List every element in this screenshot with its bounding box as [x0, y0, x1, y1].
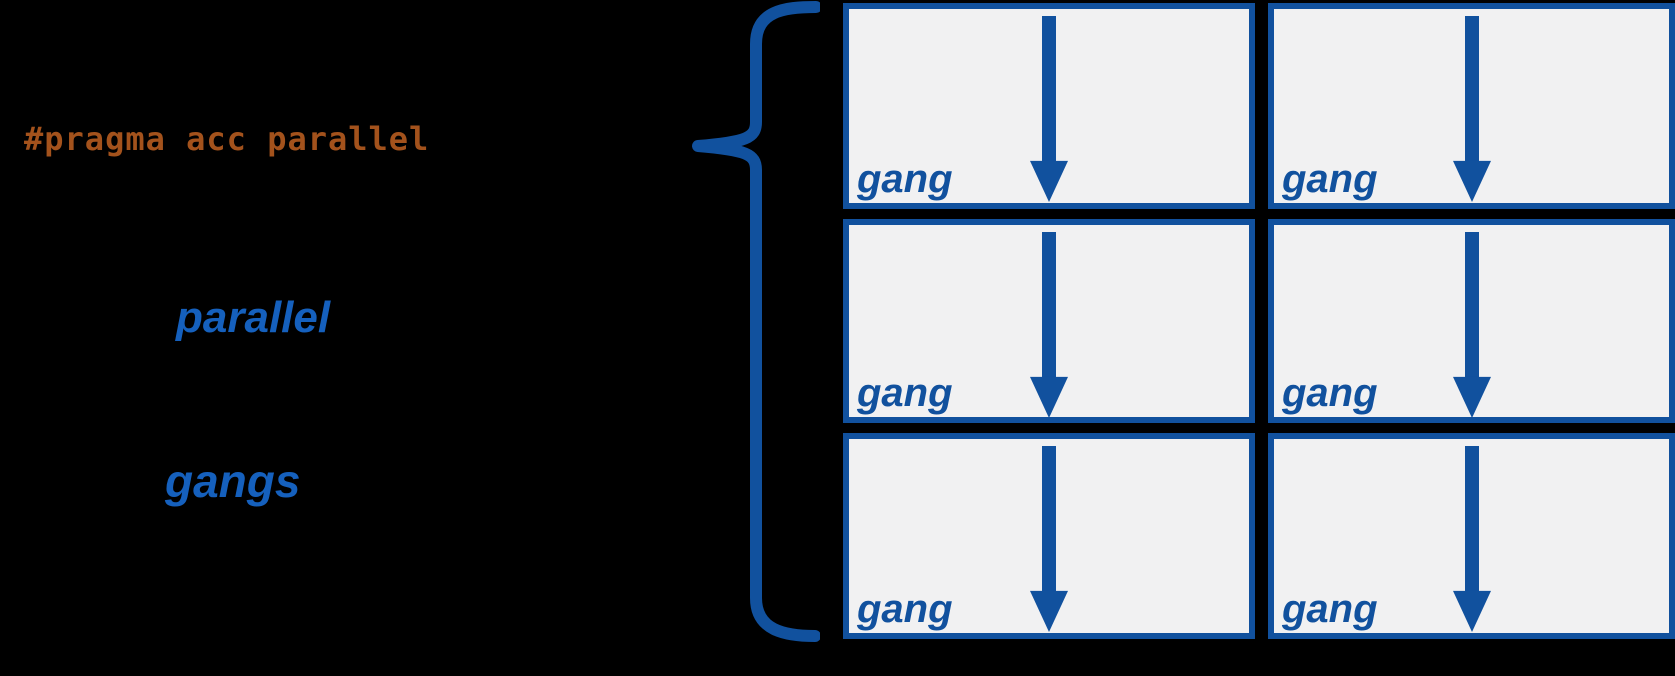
- gang-box: gang: [843, 433, 1255, 639]
- curly-brace-icon: [692, 1, 820, 642]
- down-arrow-icon: [1030, 16, 1068, 202]
- parallel-label: parallel: [176, 293, 331, 342]
- pragma-code-text: #pragma acc parallel: [24, 120, 430, 158]
- gangs-label: gangs: [165, 455, 301, 507]
- down-arrow-icon: [1030, 232, 1068, 418]
- down-arrow-icon: [1452, 16, 1491, 202]
- gang-box-label: gang: [1282, 371, 1378, 415]
- gang-box: gang: [1268, 219, 1675, 423]
- gang-box: gang: [1268, 3, 1675, 209]
- gang-box-label: gang: [857, 587, 953, 631]
- down-arrow-icon: [1452, 446, 1491, 632]
- gang-box: gang: [843, 219, 1255, 423]
- gang-box-label: gang: [857, 157, 953, 201]
- down-arrow-icon: [1452, 232, 1491, 418]
- gang-box: gang: [843, 3, 1255, 209]
- gang-grid: gang gang gang gang: [843, 3, 1675, 639]
- down-arrow-icon: [1030, 446, 1068, 632]
- gang-box-label: gang: [1282, 157, 1378, 201]
- gang-box: gang: [1268, 433, 1675, 639]
- gang-box-label: gang: [857, 371, 953, 415]
- gang-box-label: gang: [1282, 587, 1378, 631]
